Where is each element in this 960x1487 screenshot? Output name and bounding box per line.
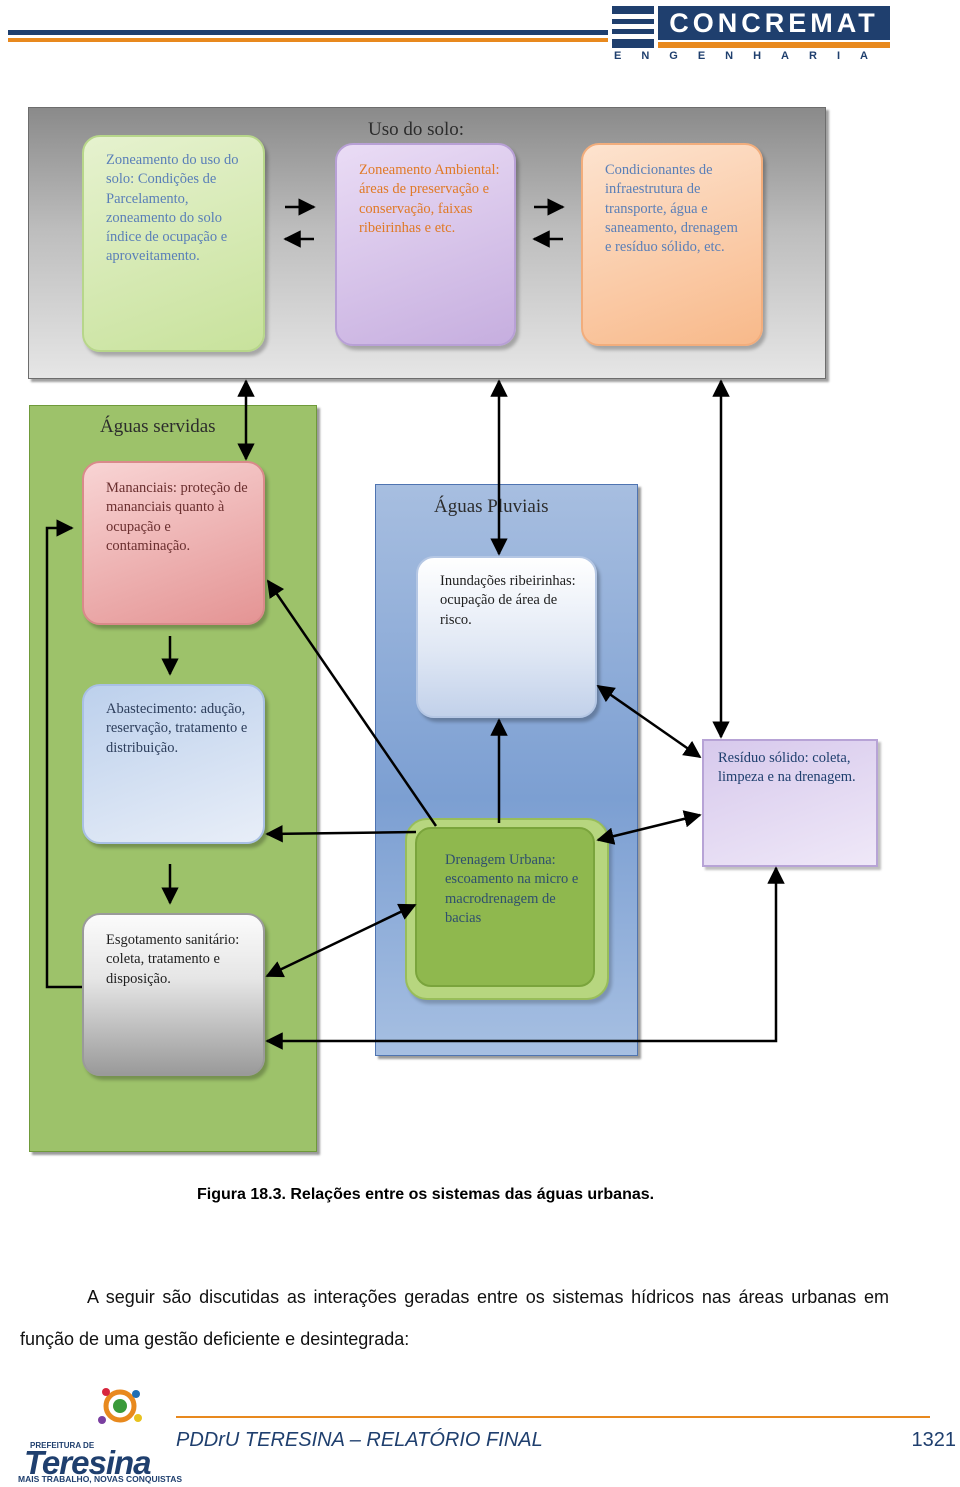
logo-slogan: MAIS TRABALHO, NOVAS CONQUISTAS: [18, 1474, 183, 1484]
concremat-logo-bar: [658, 42, 890, 48]
uso-do-solo-title: Uso do solo:: [368, 119, 465, 140]
box-zoneamento-ambiental: Zoneamento Ambiental: áreas de preservaç…: [335, 143, 516, 346]
logo-prefeitura-label: PREFEITURA DE: [30, 1441, 95, 1450]
page-number: 1321: [911, 1429, 957, 1451]
body-paragraph: A seguir são discutidas as interações ge…: [20, 1287, 889, 1349]
diagram-arrows: [45, 198, 785, 1050]
concremat-brand: CONCREMAT: [658, 6, 890, 40]
teresina-logo-swirl-icon: [98, 1388, 142, 1424]
concremat-subtitle: ENGENHARIA: [614, 50, 888, 62]
concremat-logo: CONCREMAT: [612, 6, 890, 48]
teresina-logo: [22, 1384, 172, 1484]
box-abastecimento: Abastecimento: adução, reservação, trata…: [82, 684, 265, 844]
header-rule-orange: [8, 38, 608, 42]
box-condicionantes-infraestrutura: Condicionantes de infraestrutura de tran…: [581, 143, 763, 346]
box-residuo-solido: Resíduo sólido: coleta, limpeza e na dre…: [702, 739, 878, 867]
box-zoneamento-uso-solo: Zoneamento do uso do solo: Condições de …: [82, 135, 265, 352]
concremat-logo-mark-icon: [612, 6, 654, 48]
box-mananciais: Mananciais: proteção de mananciais quant…: [82, 461, 265, 625]
aguas-servidas-title: Águas servidas: [100, 416, 216, 437]
logo-city-name: Teresina: [24, 1444, 152, 1481]
footer-report-title: PDDrU TERESINA – RELATÓRIO FINAL: [176, 1429, 543, 1451]
box-inundacoes: Inundações ribeirinhas: ocupação de área…: [416, 556, 597, 718]
footer-rule: [176, 1416, 930, 1418]
header-rule-blue: [8, 30, 608, 35]
box-esgotamento: Esgotamento sanitário: coleta, tratament…: [82, 913, 265, 1076]
figure-caption: Figura 18.3. Relações entre os sistemas …: [197, 1186, 655, 1203]
